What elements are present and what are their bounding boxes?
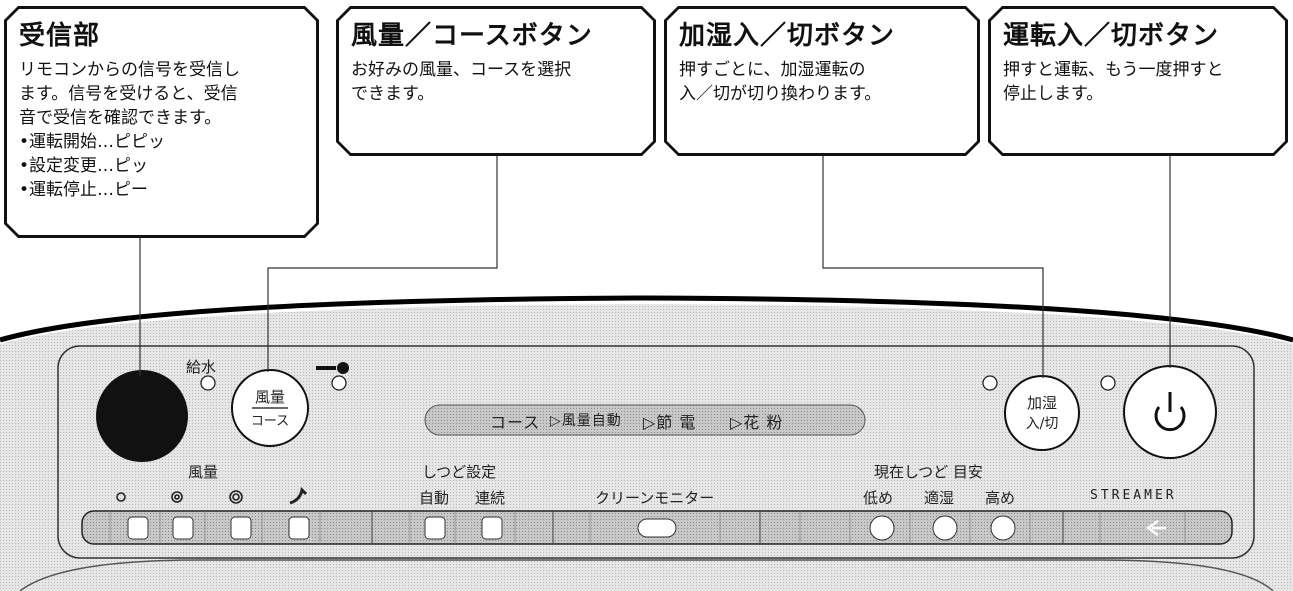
receiver-sensor: [96, 370, 188, 462]
display-strip: [424, 404, 866, 436]
humidity-auto-lamp: [424, 516, 446, 540]
humidify-button: [1004, 375, 1080, 451]
fan-label: 風量: [188, 463, 219, 481]
humid-led: [982, 375, 998, 391]
humidity-optimal-lamp: [932, 515, 958, 541]
unit-bottom-curve: [19, 559, 1274, 591]
clean-monitor-lamp: [637, 518, 677, 538]
fan-course-button-top[interactable]: 風量: [254, 388, 285, 406]
water-led: [200, 375, 216, 391]
key-icon: [316, 362, 349, 374]
fan-lamp-1: [127, 516, 149, 540]
callout-receiver-body: リモコンからの信号を受信し ます。信号を受けると、受信 音で受信を確認できます。…: [19, 60, 240, 200]
humidity-low-label: 低め: [863, 489, 894, 507]
current-humidity-label: 現在しつど 目安: [874, 463, 983, 481]
display-course: コース: [490, 413, 541, 432]
fan-lamp-3: [230, 516, 252, 540]
display-energy: ▷節 電: [643, 413, 697, 432]
humidity-continuous-lamp: [481, 516, 503, 540]
power-led: [1100, 375, 1116, 391]
power-icon: [1154, 392, 1186, 432]
humidity-setting-label: しつど設定: [422, 463, 497, 481]
water-label: 給水: [186, 358, 217, 376]
lock-led: [331, 375, 347, 391]
callout-power-title: 運転入／切ボタン: [1003, 21, 1220, 51]
humidity-high-lamp: [990, 515, 1016, 541]
humidify-button-bottom[interactable]: 入/切: [1025, 416, 1059, 432]
leader-fan: [267, 153, 498, 372]
fan-lamp-2: [172, 516, 194, 540]
callout-power: 運転入／切ボタン 押すと運転、もう一度押すと 停止します。: [988, 6, 1288, 156]
callout-fan-course: 風量／コースボタン お好みの風量、コースを選択 できます。: [336, 6, 656, 156]
humidity-continuous-label: 連続: [475, 489, 506, 507]
callout-power-body: 押すと運転、もう一度押すと 停止します。: [1003, 60, 1224, 104]
streamer-label: STREAMER: [1090, 488, 1177, 503]
streamer-icon: [1145, 519, 1166, 537]
humidify-button-top[interactable]: 加湿: [1026, 394, 1057, 412]
control-plate: [57, 345, 1255, 559]
fan-icons: [116, 486, 308, 505]
callout-humidify: 加湿入／切ボタン 押すごとに、加湿運転の 入／切が切り換わります。: [664, 6, 980, 156]
humidity-high-label: 高め: [985, 489, 1016, 507]
humidity-optimal-label: 適湿: [924, 489, 955, 507]
callout-fan-course-title: 風量／コースボタン: [351, 21, 593, 51]
callout-receiver: 受信部 リモコンからの信号を受信し ます。信号を受けると、受信 音で受信を確認で…: [4, 6, 319, 238]
callout-humidify-title: 加湿入／切ボタン: [679, 21, 896, 51]
display-fan-auto: ▷風量自動: [550, 413, 622, 429]
humidity-auto-label: 自動: [419, 489, 450, 507]
humidity-low-lamp: [869, 515, 895, 541]
fan-lamp-4: [288, 516, 310, 540]
fan-course-button-bottom[interactable]: コース: [250, 414, 290, 429]
unit-top-edge: [0, 295, 1293, 343]
callout-humidify-body: 押すごとに、加湿運転の 入／切が切り換わります。: [679, 60, 882, 104]
display-pollen: ▷花 粉: [730, 413, 784, 432]
callout-receiver-title: 受信部: [19, 21, 101, 51]
leader-humidify: [822, 153, 1044, 378]
clean-monitor-label: クリーンモニター: [595, 489, 715, 507]
callout-fan-course-body: お好みの風量、コースを選択 できます。: [351, 60, 572, 104]
